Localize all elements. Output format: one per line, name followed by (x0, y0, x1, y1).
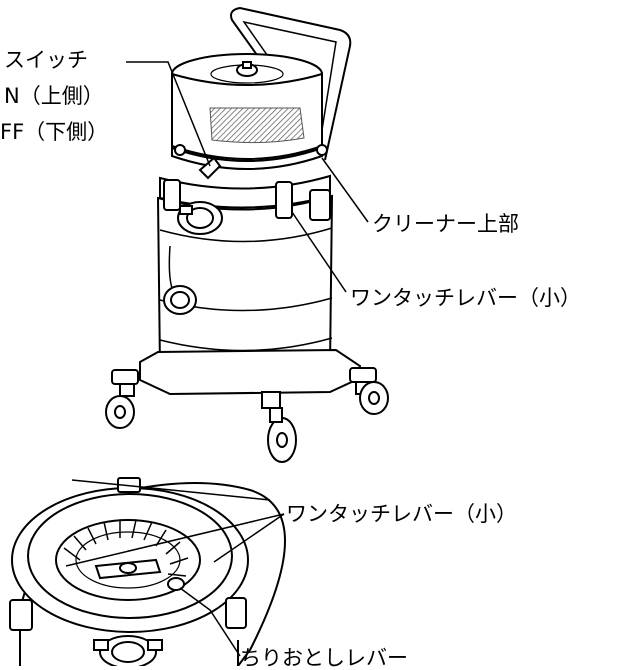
dust-shaker-knob (167, 577, 185, 591)
vacuum-cleaner-body (105, 6, 389, 463)
label-switch: スイッチ (4, 48, 88, 72)
lever-clamp-left (163, 179, 181, 211)
caster-front-left (105, 383, 135, 429)
leader-lines-upper (126, 61, 369, 293)
tank-top-view (9, 477, 286, 666)
filter-fins (63, 519, 189, 577)
label-cleaner-top: クリーナー上部 (372, 212, 519, 236)
exhaust-mesh (209, 107, 305, 144)
lever-clamp-right (309, 189, 331, 221)
side-clamp-left (9, 599, 33, 631)
dolly-base (139, 348, 362, 396)
caster-rear (261, 391, 297, 463)
label-on-upper: N（上側） (4, 84, 104, 108)
label-one-touch-lever-small-upper: ワンタッチレバー（小） (350, 286, 581, 310)
lever-clamp-center (275, 181, 293, 219)
label-off-lower: FF（下側） (0, 120, 109, 144)
side-clamp-right (225, 597, 247, 629)
label-one-touch-lever-small-lower: ワンタッチレバー（小） (286, 502, 517, 526)
power-switch (198, 156, 222, 180)
caster-front-right (355, 381, 389, 415)
label-dust-shaker-lever: ちりおとしレバー (240, 646, 408, 670)
leader-lines-lower (65, 479, 285, 657)
